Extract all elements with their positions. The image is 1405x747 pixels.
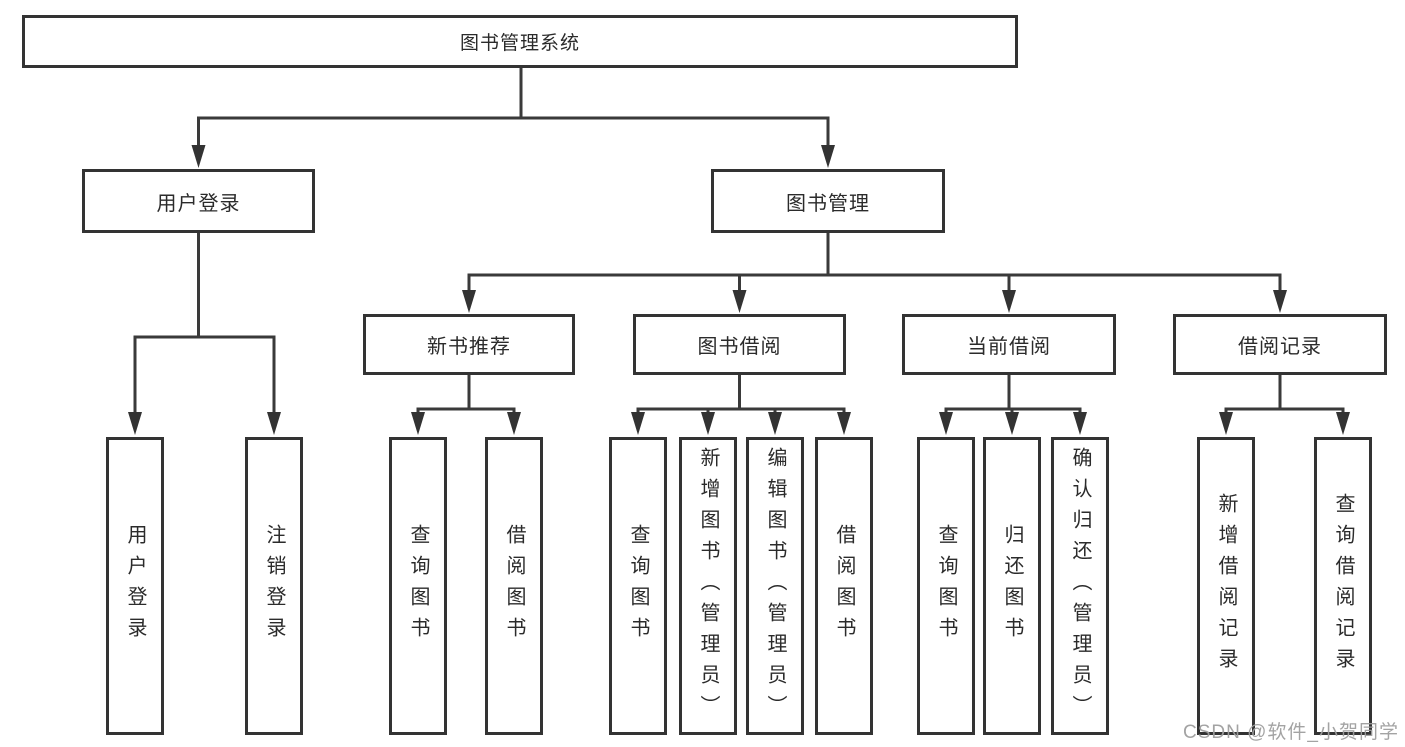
leaf-edit-book-admin: 编辑图书（管理员） (746, 437, 804, 735)
leaf-return-book: 归还图书 (983, 437, 1041, 735)
node-label: 确认归还（管理员） (1069, 446, 1091, 726)
node-label: 借阅记录 (1238, 336, 1322, 358)
node-label: 图书借阅 (697, 336, 782, 358)
leaf-query-books-1: 查询图书 (389, 437, 447, 735)
node-label: 归还图书 (1001, 524, 1023, 648)
leaf-add-borrow-record: 新增借阅记录 (1197, 437, 1255, 735)
csdn-watermark: CSDN @软件_小贺同学 (1183, 722, 1399, 743)
node-label: 查询图书 (407, 524, 429, 648)
node-label: 新增图书（管理员） (697, 446, 719, 726)
leaf-user-login: 用户登录 (106, 437, 164, 735)
node-label: 用户登录 (156, 192, 241, 215)
node-book-management: 图书管理 (711, 169, 945, 233)
node-book-borrow: 图书借阅 (633, 314, 846, 375)
leaf-borrow-books-1: 借阅图书 (485, 437, 543, 735)
arrowheads (128, 145, 1350, 435)
node-borrow-records: 借阅记录 (1173, 314, 1387, 375)
connector-lines (133, 66, 1345, 416)
leaf-borrow-books-2: 借阅图书 (815, 437, 873, 735)
leaf-logout: 注销登录 (245, 437, 303, 735)
node-label: 图书管理系统 (459, 33, 580, 54)
node-label: 当前借阅 (967, 336, 1051, 358)
node-label: 图书管理 (786, 192, 870, 215)
node-current-borrow: 当前借阅 (902, 314, 1116, 375)
node-label: 新增借阅记录 (1215, 493, 1237, 679)
node-user-login: 用户登录 (82, 169, 315, 233)
node-label: 注销登录 (263, 524, 285, 648)
node-label: 查询借阅记录 (1332, 493, 1354, 679)
node-label: 用户登录 (124, 524, 146, 648)
leaf-confirm-return-admin: 确认归还（管理员） (1051, 437, 1109, 735)
leaf-add-book-admin: 新增图书（管理员） (679, 437, 737, 735)
leaf-query-books-2: 查询图书 (609, 437, 667, 735)
node-new-book-recommend: 新书推荐 (363, 314, 575, 375)
leaf-query-borrow-record: 查询借阅记录 (1314, 437, 1372, 735)
node-label: 借阅图书 (503, 524, 525, 648)
node-label: 查询图书 (935, 524, 957, 648)
node-label: 借阅图书 (833, 524, 855, 648)
node-label: 查询图书 (627, 524, 649, 648)
node-label: 新书推荐 (427, 336, 511, 358)
leaf-query-books-3: 查询图书 (917, 437, 975, 735)
node-library-system: 图书管理系统 (22, 15, 1018, 68)
node-label: 编辑图书（管理员） (764, 446, 786, 726)
